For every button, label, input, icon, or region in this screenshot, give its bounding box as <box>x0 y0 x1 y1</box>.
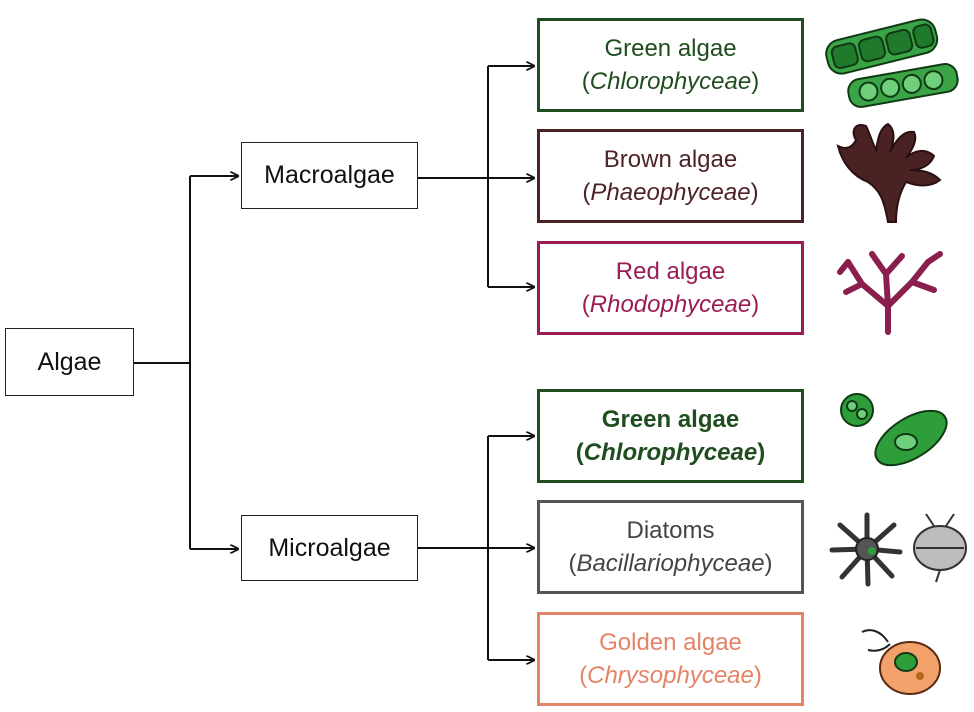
macroalgae-node: Macroalgae <box>241 142 418 209</box>
green-microalgae-cells-icon <box>840 393 948 467</box>
diatoms-node: Diatoms (Bacillariophyceae) <box>537 500 804 594</box>
branched-red-algae-icon <box>837 251 943 335</box>
green-microalgae-latin: (Chlorophyceae) <box>575 439 766 466</box>
diatoms-icon <box>829 512 967 587</box>
microalgae-node: Microalgae <box>241 515 418 581</box>
algae-label: Algae <box>37 347 102 376</box>
red-algae-common: Red algae <box>615 258 726 285</box>
golden-algae-node: Golden algae (Chrysophyceae) <box>537 612 804 706</box>
brown-algae-latin: (Phaeophyceae) <box>582 179 759 206</box>
brown-algae-node: Brown algae (Phaeophyceae) <box>537 129 804 223</box>
red-algae-node: Red algae (Rhodophyceae) <box>537 241 804 335</box>
golden-algae-latin: (Chrysophyceae) <box>579 662 762 689</box>
algae-node: Algae <box>5 328 134 396</box>
red-algae-latin: (Rhodophyceae) <box>581 291 760 318</box>
green-macroalgae-node: Green algae (Chlorophyceae) <box>537 18 804 112</box>
green-macroalgae-latin: (Chlorophyceae) <box>581 68 760 95</box>
green-macroalgae-common: Green algae <box>604 35 737 62</box>
filamentous-green-algae-icon <box>825 18 959 108</box>
brown-algae-common: Brown algae <box>603 146 738 173</box>
golden-flagellate-icon <box>861 629 941 695</box>
diatoms-latin: (Bacillariophyceae) <box>568 550 773 577</box>
green-microalgae-common: Green algae <box>601 406 740 433</box>
golden-algae-common: Golden algae <box>599 629 742 656</box>
brown-kelp-icon <box>836 122 942 223</box>
microalgae-label: Microalgae <box>268 533 391 562</box>
diatoms-common: Diatoms <box>626 517 715 544</box>
green-microalgae-node: Green algae (Chlorophyceae) <box>537 389 804 483</box>
macroalgae-label: Macroalgae <box>264 161 395 189</box>
